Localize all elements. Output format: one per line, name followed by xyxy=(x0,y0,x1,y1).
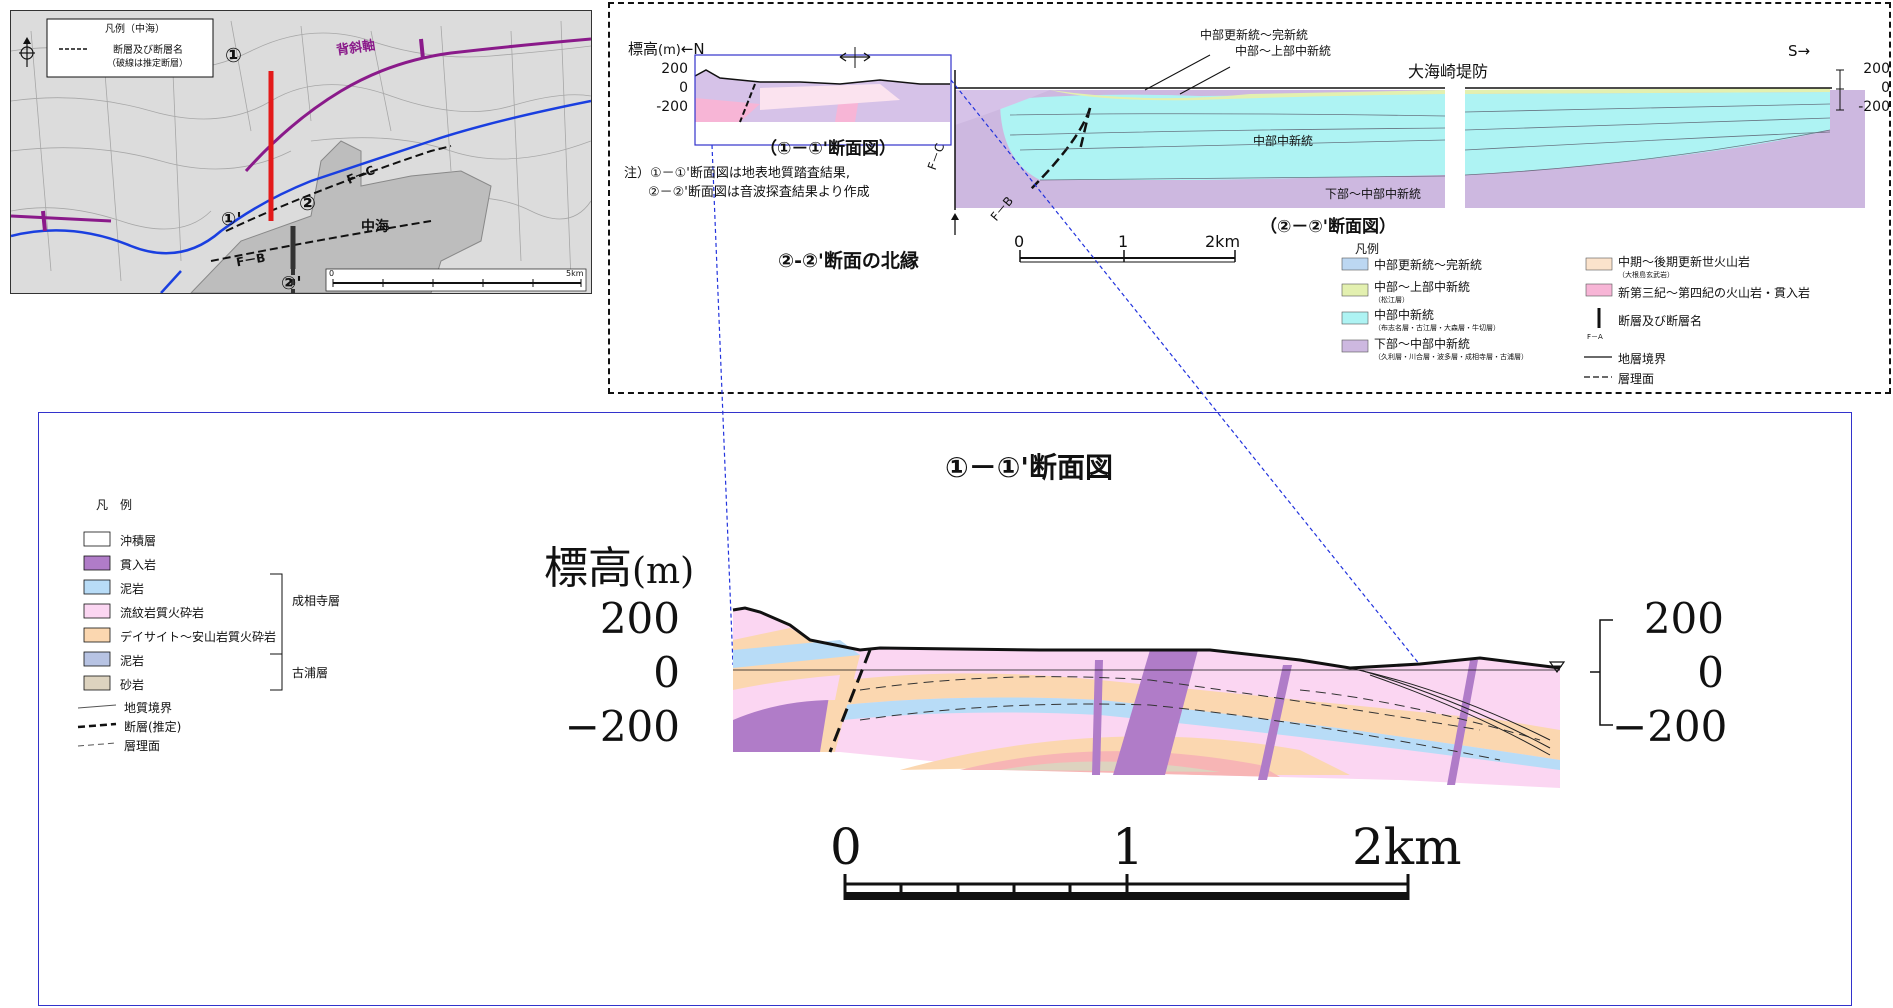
s1-legend-2: 泥岩 xyxy=(120,582,145,596)
s2-legend-0: 中部更新統～完新統 xyxy=(1374,258,1483,272)
section2-note: 注）①－①'断面図は地表地質踏査結果, ②－②'断面図は音波探査結果より作成 xyxy=(624,164,870,202)
unit-lower-label: 下部～中部中新統 xyxy=(1325,187,1422,201)
section2-inset-caption: （①－①'断面図） xyxy=(760,139,896,159)
section1-legend-title: 凡 例 xyxy=(96,498,133,512)
section2-yunit: (m) xyxy=(658,43,681,58)
section2-scale-bar xyxy=(1019,250,1236,263)
location-map: 凡例（中海） 断層及び断層名 （破線は推定断層） 背斜軸 中海 F－B F－C … xyxy=(10,10,592,294)
s2-legend-5: 新第三紀～第四紀の火山岩・貫入岩 xyxy=(1618,286,1811,300)
section2-north-edge: ②-②'断面の北縁 xyxy=(778,250,919,272)
s1-legend-line-1: 断層(推定) xyxy=(124,720,182,734)
s1-legend-1: 貫入岩 xyxy=(120,558,157,572)
section2-legend-title: 凡例 xyxy=(1355,242,1380,256)
s1-tick-left-0: 200 xyxy=(599,594,680,643)
s2-legend-7: 地層境界 xyxy=(1618,352,1667,366)
s1-tick-right-0: 200 xyxy=(1643,594,1724,643)
map-sec1: ① xyxy=(225,43,242,67)
section2-north: ←N xyxy=(680,40,705,58)
map-legend-title: 凡例（中海） xyxy=(105,24,165,35)
section2-south: S→ xyxy=(1788,42,1811,60)
map-sec1p: ①' xyxy=(221,209,242,230)
section2-body xyxy=(954,70,1865,210)
section2-caption: （②－②'断面図） xyxy=(1260,217,1396,237)
callout-1: 中部更新統～完新統 xyxy=(1200,28,1309,42)
tick-left-0: 200 xyxy=(661,61,688,77)
s2-legend-6: 断層及び断層名 xyxy=(1618,314,1703,328)
lake-label: 中海 xyxy=(361,219,389,235)
map-legend-item: 断層及び断層名 xyxy=(113,45,183,56)
s1-legend-3: 流紋岩質火砕岩 xyxy=(120,606,205,620)
section2-ticks-right: 200 0 -200 xyxy=(1846,60,1890,117)
s1-tick-left-2: −200 xyxy=(564,702,680,751)
s1-legend-group2: 古浦層 xyxy=(292,666,329,680)
section2-scale-1: 1 xyxy=(1118,232,1129,251)
section1-ticks-right: 200 0 −200 xyxy=(1612,592,1728,754)
s2-legend-8: 層理面 xyxy=(1618,372,1655,386)
section1-scale-2: 2km xyxy=(1352,818,1462,876)
tick-right-2: -200 xyxy=(1858,99,1890,115)
section1-ticks-left: 200 0 −200 xyxy=(560,592,680,754)
s1-legend-6: 砂岩 xyxy=(120,678,145,692)
breakwater-label: 大海崎堤防 xyxy=(1408,62,1489,81)
callout-2: 中部～上部中新統 xyxy=(1235,44,1332,58)
s1-legend-line-2: 層理面 xyxy=(124,739,161,753)
section2-scale-0: 0 xyxy=(1014,232,1025,251)
s1-legend-4: デイサイト～安山岩質火砕岩 xyxy=(120,630,277,644)
map-scale-right: 5km xyxy=(566,269,584,278)
section1-scale-bar xyxy=(843,874,1410,900)
s1-tick-left-1: 0 xyxy=(653,648,680,697)
section1-ylabel: 標高(m) xyxy=(544,543,695,594)
s2-legend-4: 中期～後期更新世火山岩（大根島玄武岩） xyxy=(1618,255,1751,280)
tick-left-2: -200 xyxy=(656,99,688,115)
section1-legend-swatches xyxy=(77,531,283,747)
section2-panel xyxy=(608,2,1891,394)
compass-icon xyxy=(19,37,35,67)
map-legend-note: （破線は推定断層） xyxy=(107,59,189,69)
section2-legend-swatches xyxy=(1341,257,1613,378)
note-line-1: 注）①－①'断面図は地表地質踏査結果, xyxy=(624,166,851,181)
section2-inset-frame xyxy=(694,54,952,146)
section2-scale-2: 2km xyxy=(1205,232,1241,251)
map-svg xyxy=(11,11,591,293)
section2-inset xyxy=(694,69,950,123)
s2-legend-6-sub: F－A xyxy=(1587,333,1603,341)
section2-ylabel: 標高(m)←N xyxy=(628,40,705,58)
map-sec2p: ②' xyxy=(281,273,302,294)
anticline-line xyxy=(244,37,591,173)
section1-scale-1: 1 xyxy=(1112,818,1144,876)
s1-legend-0: 沖積層 xyxy=(120,534,157,548)
s1-tick-right-2: −200 xyxy=(1612,702,1728,751)
section1-title: ①－①'断面図 xyxy=(945,451,1113,484)
s1-tick-right-1: 0 xyxy=(1697,648,1724,697)
unit-middle-label: 中部中新統 xyxy=(1253,134,1314,148)
s2-legend-1: 中部～上部中新統（松江層） xyxy=(1374,280,1471,305)
section1-scale-0: 0 xyxy=(830,818,862,876)
section1-yunit: (m) xyxy=(632,551,695,592)
s2-legend-3: 下部～中部中新統（久利層・川合層・波多層・成相寺層・古浦層） xyxy=(1374,337,1528,362)
tick-left-1: 0 xyxy=(679,80,688,96)
s2-legend-2: 中部中新統（布志名層・古江層・大森層・牛切層） xyxy=(1374,308,1500,333)
tick-right-1: 0 xyxy=(1881,80,1890,96)
s1-legend-group1: 成相寺層 xyxy=(292,594,341,608)
s1-legend-5: 泥岩 xyxy=(120,654,145,668)
tick-right-0: 200 xyxy=(1863,61,1890,77)
note-line-2: ②－②'断面図は音波探査結果より作成 xyxy=(648,185,870,200)
map-sec2: ② xyxy=(299,191,316,215)
section2-ticks-left: 200 0 -200 xyxy=(652,60,688,117)
s1-legend-line-0: 地質境界 xyxy=(124,701,173,715)
section1-panel xyxy=(38,412,1852,1006)
map-scale-left: 0 xyxy=(329,269,335,278)
section1-body xyxy=(732,606,1566,788)
